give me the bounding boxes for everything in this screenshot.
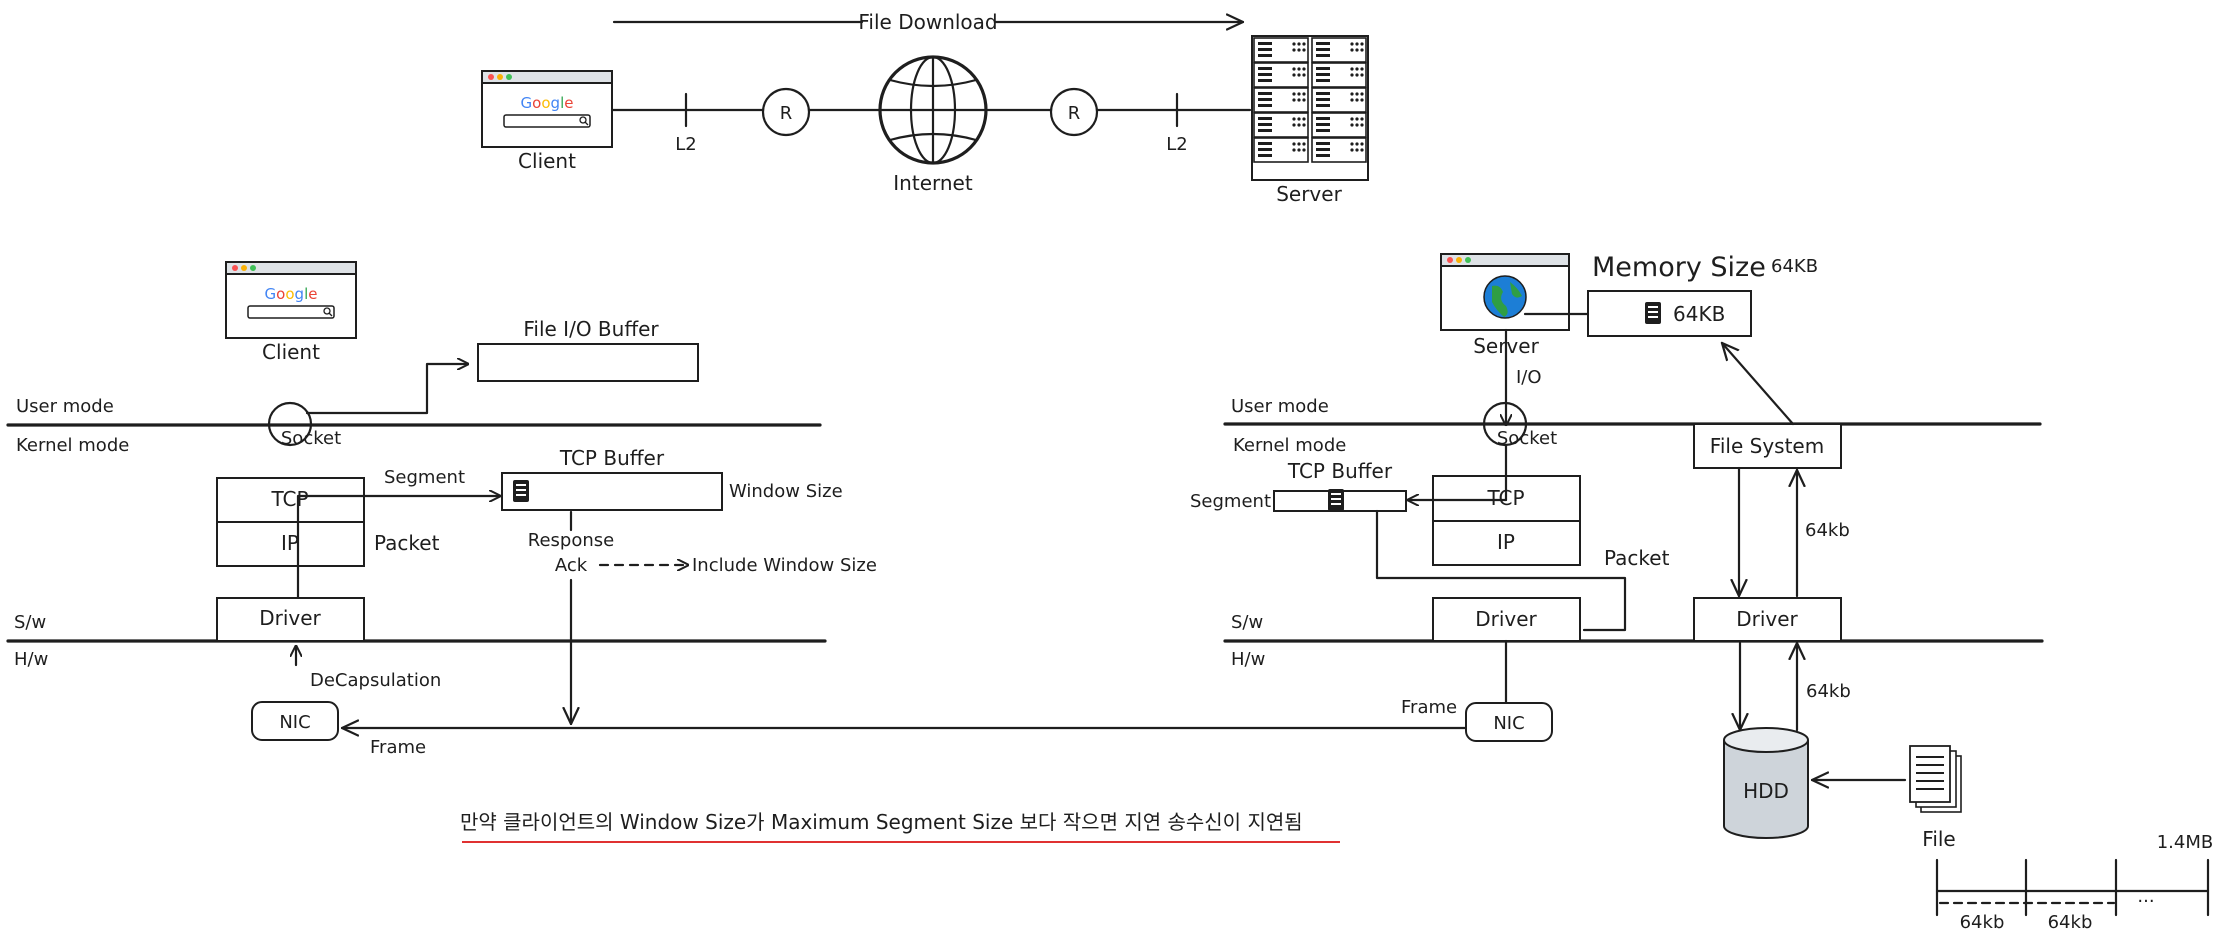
client-tcp-label: TCP <box>270 487 308 511</box>
memory-size-title: Memory Size <box>1592 252 1766 283</box>
file-label: File <box>1922 827 1955 851</box>
decapsulation-label: DeCapsulation <box>310 670 441 691</box>
l2-right-label: L2 <box>1166 134 1187 155</box>
server-driver-left-box <box>1432 597 1581 642</box>
chunk-bar <box>1935 858 2210 917</box>
l2-left-label: L2 <box>675 134 696 155</box>
window-size-label: Window Size <box>729 481 843 502</box>
server-nic-box <box>1465 702 1553 742</box>
socket-to-file-io-arrow <box>305 364 470 415</box>
client-nic-box <box>251 701 339 741</box>
server-frame-label: Frame <box>1401 697 1457 718</box>
client-nic-label: NIC <box>279 712 310 733</box>
include-window-size-label: Include Window Size <box>692 555 877 576</box>
client-label: Client <box>262 340 320 364</box>
file-system-label: File System <box>1710 434 1824 458</box>
server-tcp-buffer-label: TCP Buffer <box>1287 459 1393 483</box>
ack-label: Ack <box>555 555 588 576</box>
client-ip-box <box>216 521 365 567</box>
server-segment-label: Segment <box>1190 491 1271 512</box>
client-hw-label: H/w <box>14 649 48 670</box>
top-network-line <box>610 92 1252 128</box>
client-driver-label: Driver <box>259 606 321 630</box>
hdd-label: HDD <box>1743 779 1789 803</box>
client-segment-label: Segment <box>384 467 465 488</box>
client-tcp-buffer-label: TCP Buffer <box>559 446 665 470</box>
memory-box <box>1587 290 1752 337</box>
server-buffer-doc-icon <box>1328 489 1344 511</box>
client-ip-label: IP <box>281 531 299 555</box>
segment-doc-icon <box>513 480 529 502</box>
client-packet-label: Packet <box>374 531 440 555</box>
memory-box-label: 64KB <box>1673 302 1725 326</box>
client-user-mode-label: User mode <box>16 396 114 417</box>
hdd-cylinder: HDD <box>1723 727 1809 839</box>
server-rack-icon <box>1251 35 1369 181</box>
chunk-2-label: 64kb <box>2048 912 2093 933</box>
top-server-label: Server <box>1276 182 1342 206</box>
server-hw-label: H/w <box>1231 649 1265 670</box>
packet-path <box>1375 509 1627 632</box>
router-right-icon: R <box>1049 87 1099 137</box>
server-user-mode-label: User mode <box>1231 396 1329 417</box>
memory-doc-icon <box>1645 302 1661 324</box>
server-driver-right-box <box>1693 597 1842 642</box>
google-logo: Google <box>521 94 574 112</box>
server-globe-icon <box>1483 275 1527 319</box>
client-sw-label: S/w <box>14 612 46 633</box>
client-tcp-buffer-box <box>501 472 723 511</box>
chunk-1-label: 64kb <box>1960 912 2005 933</box>
client-frame-label: Frame <box>370 737 426 758</box>
router-left-icon: R <box>761 87 811 137</box>
file-size-label: 1.4MB <box>2157 832 2214 853</box>
server-ip-label: IP <box>1497 530 1515 554</box>
file-download-label: File Download <box>858 10 997 34</box>
file-download-arrow: File Download <box>612 10 1243 34</box>
svg-text:Google: Google <box>265 285 318 303</box>
file-system-box <box>1693 423 1842 469</box>
chunk-more-label: ... <box>2137 886 2154 907</box>
server-packet-label: Packet <box>1604 546 1670 570</box>
memory-size-value: 64KB <box>1771 256 1818 277</box>
server-driver-right-label: Driver <box>1736 607 1798 631</box>
window-size-note: 만약 클라이언트의 Window Size가 Maximum Segment S… <box>460 810 1303 834</box>
svg-text:R: R <box>1068 103 1081 124</box>
file-io-buffer-box <box>477 343 699 382</box>
client-browser-icon: Google <box>225 261 357 339</box>
server-ip-box <box>1432 520 1581 566</box>
io-label: I/O <box>1516 367 1542 388</box>
file-doc-stack-icon <box>1909 745 1962 813</box>
hdd-size-label: 64kb <box>1806 681 1851 702</box>
top-client-label: Client <box>518 149 576 173</box>
file-io-buffer-label: File I/O Buffer <box>523 317 659 341</box>
response-label: Response <box>528 530 614 551</box>
client-kernel-mode-label: Kernel mode <box>16 435 129 456</box>
server-socket-label: Socket <box>1497 428 1557 449</box>
file-system-to-memory-arrow <box>1722 343 1795 426</box>
client-driver-box <box>216 597 365 642</box>
server-nic-label: NIC <box>1493 713 1524 734</box>
internet-label: Internet <box>893 171 973 195</box>
client-socket-circle <box>267 401 313 447</box>
server-kernel-mode-label: Kernel mode <box>1233 435 1346 456</box>
client-socket-label: Socket <box>281 428 341 449</box>
top-client-browser-icon: Google <box>481 70 613 148</box>
server-driver-left-label: Driver <box>1475 607 1537 631</box>
svg-text:R: R <box>780 103 793 124</box>
fs-size-label: 64kb <box>1805 520 1850 541</box>
internet-globe-icon <box>878 55 988 165</box>
server-sw-label: S/w <box>1231 612 1263 633</box>
